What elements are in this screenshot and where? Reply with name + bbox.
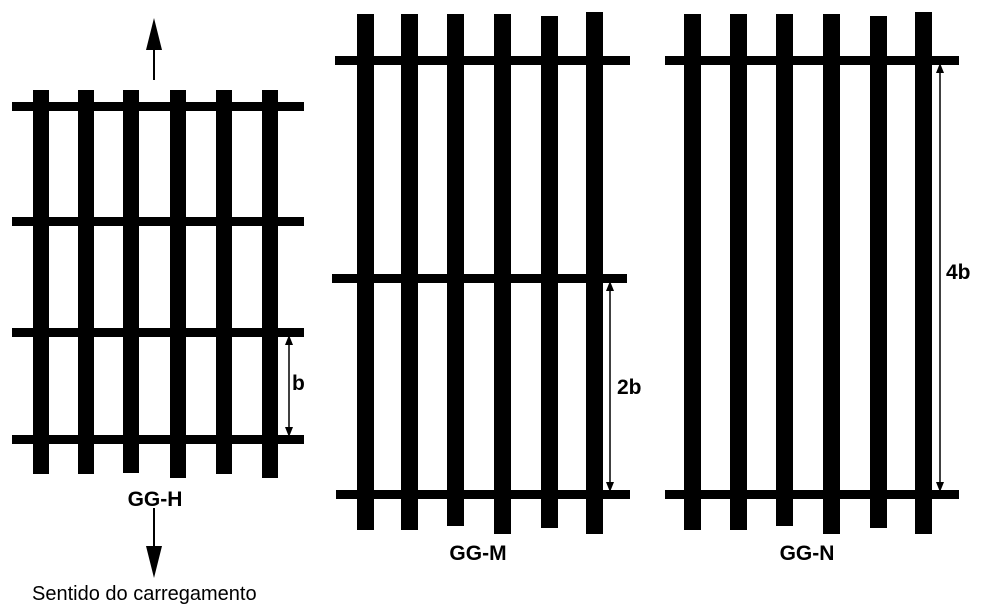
vertical-bar [730, 14, 747, 530]
panel-gg-n: 4b GG-N [665, 12, 971, 565]
vertical-bar [401, 14, 418, 530]
panel-gg-m: 2b GG-M [332, 12, 642, 565]
vertical-bar [915, 12, 932, 534]
vertical-bars [684, 12, 932, 534]
vertical-bar [823, 14, 840, 534]
cross-bar [665, 56, 959, 65]
vertical-bar [123, 90, 139, 473]
spacing-label: 4b [946, 261, 971, 284]
cross-bar [12, 328, 304, 337]
panel-label: GG-M [449, 542, 506, 565]
vertical-bar [262, 90, 278, 478]
vertical-bar [33, 90, 49, 474]
vertical-bar [216, 90, 232, 474]
cross-bar [12, 435, 304, 444]
vertical-bars [33, 90, 278, 478]
cross-bars [332, 56, 630, 499]
cross-bar [665, 490, 959, 499]
vertical-bar [170, 90, 186, 478]
cross-bar [335, 56, 630, 65]
vertical-bar [447, 14, 464, 526]
cross-bars [12, 102, 304, 444]
vertical-bars [357, 12, 603, 534]
panel-label: GG-H [128, 488, 183, 511]
cross-bar [12, 102, 304, 111]
cross-bar [336, 490, 630, 499]
vertical-bar [776, 14, 793, 526]
arrow-down-icon [146, 508, 162, 578]
cross-bar [12, 217, 304, 226]
vertical-bar [870, 16, 887, 528]
vertical-bar [357, 14, 374, 530]
vertical-bar [541, 16, 558, 528]
panel-gg-h: b GG-H [12, 90, 305, 511]
cross-bars [665, 56, 959, 499]
panel-label: GG-N [780, 542, 835, 565]
vertical-bar [586, 12, 603, 534]
vertical-bar [684, 14, 701, 530]
cross-bar [332, 274, 627, 283]
spacing-label: 2b [617, 376, 642, 399]
caption-text: Sentido do carregamento [32, 583, 257, 605]
arrow-up-icon [146, 18, 162, 80]
vertical-bar [78, 90, 94, 474]
spacing-label: b [292, 372, 305, 395]
